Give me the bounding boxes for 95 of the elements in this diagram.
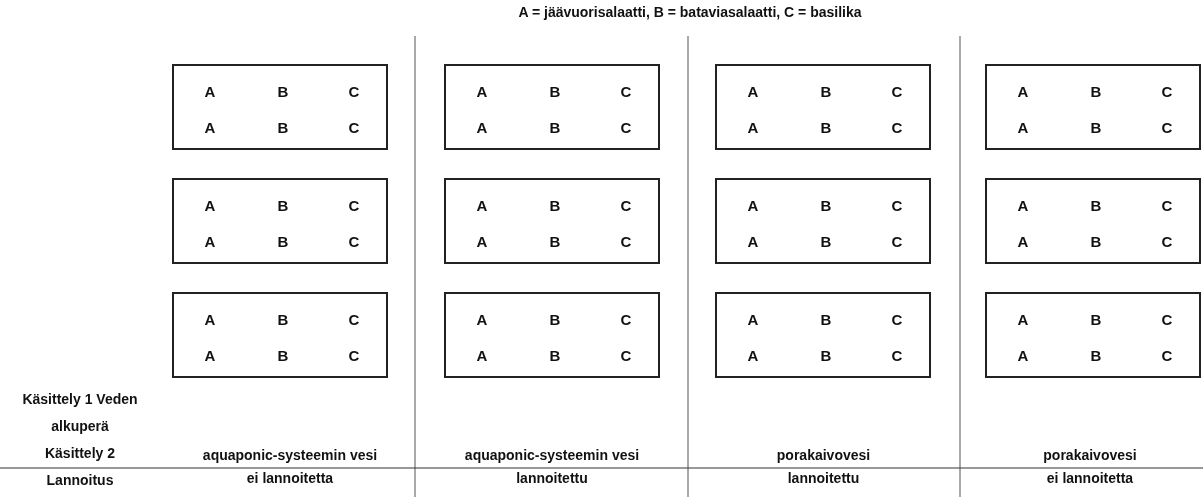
plot-box [444,178,660,264]
plant-letter: C [1160,233,1174,251]
plant-letter: C [347,311,361,329]
plant-letter: C [890,347,904,365]
plant-letter: A [203,119,217,137]
legend-text: A = jäävuorisalaatti, B = bataviasalaatti, C = basilika [517,4,863,21]
plant-letter: B [819,83,833,101]
treatment-label: porakaivovesi [1042,447,1138,464]
plant-letter: C [890,197,904,215]
plant-letter: C [347,347,361,365]
row-header: Käsittely 1 Veden alkuperä [21,390,139,436]
treatment-label: ei lannoitetta [1045,470,1135,487]
plant-letter: A [475,119,489,137]
treatment-label: ei lannoitetta [245,470,335,487]
plant-letter: A [203,347,217,365]
plant-letter: B [276,233,290,251]
plant-letter: C [890,83,904,101]
plant-letter: B [548,347,562,365]
plot-box [715,64,931,150]
plant-letter: A [746,233,760,251]
plant-letter: B [548,233,562,251]
plant-letter: C [1160,197,1174,215]
plant-letter: A [203,233,217,251]
plant-letter: B [276,119,290,137]
plant-letter: B [1089,311,1103,329]
plant-letter: A [1016,233,1030,251]
plant-letter: B [276,83,290,101]
treatment-label: aquaponic-systeemin vesi [201,447,379,464]
plant-letter: C [347,119,361,137]
plant-letter: B [548,311,562,329]
treatment-label: aquaponic-systeemin vesi [463,447,641,464]
plant-letter: C [890,311,904,329]
plant-letter: C [1160,119,1174,137]
plant-letter: B [819,311,833,329]
plant-letter: B [276,311,290,329]
plant-letter: A [1016,83,1030,101]
plot-box [715,292,931,378]
plant-letter: B [819,233,833,251]
plant-letter: C [619,119,633,137]
treatment-label: lannoitettu [515,470,589,487]
plant-letter: A [1016,197,1030,215]
plant-letter: B [819,347,833,365]
plant-letter: A [475,83,489,101]
plant-letter: C [619,83,633,101]
plant-letter: A [203,311,217,329]
row-header: Käsittely 2 Lannoitus [43,444,116,490]
plant-letter: B [1089,233,1103,251]
plot-box [985,178,1201,264]
plant-letter: B [276,197,290,215]
plant-letter: B [276,347,290,365]
plot-box [172,178,388,264]
plant-letter: A [1016,311,1030,329]
plant-letter: A [1016,347,1030,365]
plant-letter: A [746,347,760,365]
plant-letter: B [1089,83,1103,101]
plant-letter: C [890,233,904,251]
plant-letter: C [1160,347,1174,365]
plant-letter: A [746,119,760,137]
plant-letter: B [1089,119,1103,137]
plant-letter: A [746,311,760,329]
plot-box [715,178,931,264]
plot-box [985,292,1201,378]
plant-letter: B [548,119,562,137]
plant-letter: B [819,197,833,215]
plant-letter: C [1160,83,1174,101]
plant-letter: C [619,233,633,251]
plant-letter: C [619,197,633,215]
plant-letter: A [475,233,489,251]
plant-letter: B [1089,197,1103,215]
plant-letter: C [890,119,904,137]
plant-letter: B [819,119,833,137]
plot-box [444,64,660,150]
treatment-label: lannoitettu [786,470,861,487]
plant-letter: A [203,83,217,101]
plant-letter: A [475,347,489,365]
plant-letter: A [203,197,217,215]
plant-letter: C [347,233,361,251]
plant-letter: C [347,83,361,101]
plant-letter: C [619,347,633,365]
plant-letter: B [548,83,562,101]
plot-box [985,64,1201,150]
plant-letter: A [475,197,489,215]
plant-letter: A [1016,119,1030,137]
plant-letter: A [746,197,760,215]
plot-box [172,292,388,378]
plant-letter: C [619,311,633,329]
plant-letter: B [548,197,562,215]
plant-letter: B [1089,347,1103,365]
plot-box [172,64,388,150]
plant-letter: A [475,311,489,329]
plant-letter: C [1160,311,1174,329]
treatment-label: porakaivovesi [775,447,872,464]
plot-box [444,292,660,378]
plant-letter: C [347,197,361,215]
plant-letter: A [746,83,760,101]
